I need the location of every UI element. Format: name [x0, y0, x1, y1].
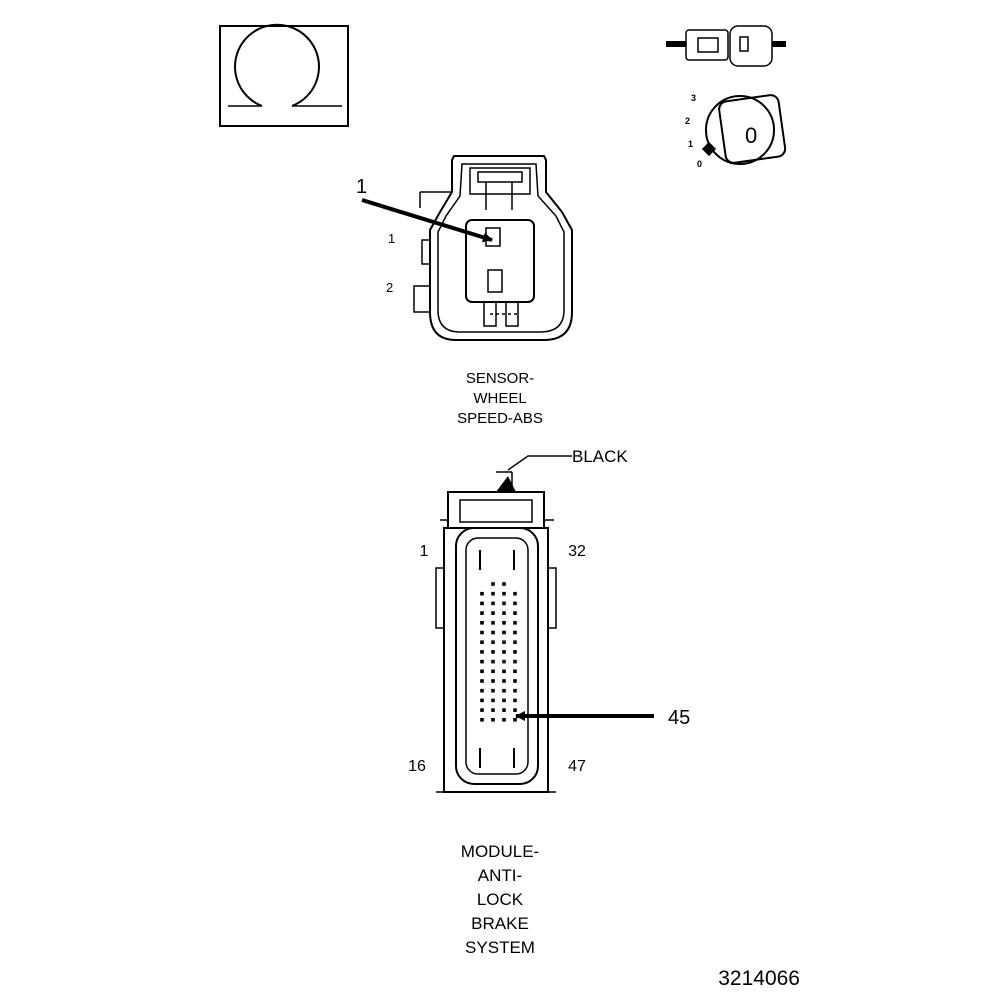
module-pin: [513, 679, 517, 683]
module-pin: [513, 591, 517, 596]
module-pin: [480, 698, 484, 703]
module-pin: [480, 611, 484, 615]
module-pin: [491, 708, 495, 712]
module-pin: [480, 688, 484, 693]
sensor-callout: 1: [356, 176, 493, 243]
module-pin: [502, 708, 506, 712]
module-callout-number: 45: [668, 707, 690, 729]
sensor-pin-2: [487, 269, 503, 293]
module-title-line-4: BRAKE: [471, 914, 529, 933]
module-pin: [480, 708, 484, 712]
module-pin: [491, 591, 495, 596]
module-pin: [502, 659, 506, 664]
module-pin: [502, 611, 506, 615]
module-pin: [513, 601, 517, 606]
module-pin: [502, 650, 506, 654]
sensor-title-line-3: SPEED-ABS: [457, 410, 543, 427]
module-pin: [502, 698, 506, 703]
module-pin: [513, 669, 517, 674]
module-callout: 45: [515, 707, 690, 729]
module-pin: [480, 591, 484, 596]
module-pin: [513, 650, 517, 654]
module-pin: [502, 718, 506, 722]
module-pin: [513, 630, 517, 635]
module-connector: [435, 455, 572, 793]
module-pin: [480, 659, 484, 664]
module-pin: [491, 630, 495, 635]
module-pin: [513, 688, 517, 693]
module-pin: [491, 698, 495, 703]
module-pin: [491, 650, 495, 654]
ignition-position-0: 0: [697, 159, 702, 169]
module-pin: [480, 679, 484, 683]
module-pin: [502, 591, 506, 596]
module-pin-grid: [480, 582, 517, 722]
module-pin: [480, 669, 484, 674]
module-pin: [491, 601, 495, 606]
module-pin: [502, 630, 506, 635]
module-pin: [480, 601, 484, 606]
module-pin: [502, 688, 506, 693]
module-pin: [491, 640, 495, 644]
module-pin: [513, 718, 517, 722]
connector-test-adapter-icon: [666, 25, 786, 67]
module-pin-label-bottom-left: 16: [408, 758, 426, 775]
ignition-switch-icon: 3 2 1 0 0: [685, 93, 787, 169]
module-pin: [513, 640, 517, 644]
module-pin: [491, 621, 495, 625]
module-pin: [502, 621, 506, 625]
module-pin: [502, 582, 506, 586]
ignition-key-label: 0: [745, 123, 757, 148]
sensor-callout-number: 1: [356, 176, 367, 198]
module-pin: [491, 679, 495, 683]
module-color-label: BLACK: [572, 447, 628, 466]
ohmmeter-symbol-icon: [219, 23, 349, 127]
module-pin-label-top-right: 32: [568, 543, 586, 560]
module-pin: [491, 582, 495, 586]
module-pin: [480, 650, 484, 654]
module-pin: [491, 688, 495, 693]
module-pin-label-top-left: 1: [420, 543, 429, 560]
module-pin: [491, 659, 495, 664]
module-pin: [480, 630, 484, 635]
module-title-line-3: LOCK: [477, 890, 524, 909]
module-pin: [491, 718, 495, 722]
module-pin-label-bottom-right: 47: [568, 758, 586, 775]
ignition-position-2: 2: [685, 116, 690, 126]
module-pin: [480, 640, 484, 644]
module-pin: [513, 708, 517, 712]
module-pin: [480, 621, 484, 625]
sensor-pin-label-2: 2: [386, 280, 393, 295]
ignition-position-1: 1: [688, 139, 693, 149]
module-pin: [513, 621, 517, 625]
module-title-line-2: ANTI-: [478, 866, 522, 885]
module-pin: [491, 611, 495, 615]
module-pin: [502, 669, 506, 674]
module-pin: [502, 640, 506, 644]
module-pin: [513, 698, 517, 703]
ignition-position-3: 3: [691, 93, 696, 103]
sensor-title-line-1: SENSOR-: [466, 370, 534, 387]
sensor-connector: 1 2: [386, 155, 573, 341]
module-pin: [502, 679, 506, 683]
module-pin: [513, 611, 517, 615]
module-pin: [513, 659, 517, 664]
module-pin: [491, 669, 495, 674]
module-pin: [502, 601, 506, 606]
figure-id: 3214066: [718, 967, 800, 990]
module-pin: [480, 718, 484, 722]
module-title-line-5: SYSTEM: [465, 938, 535, 957]
module-title-line-1: MODULE-: [461, 842, 539, 861]
sensor-pin-label-1: 1: [388, 231, 395, 246]
sensor-title-line-2: WHEEL: [473, 390, 526, 407]
